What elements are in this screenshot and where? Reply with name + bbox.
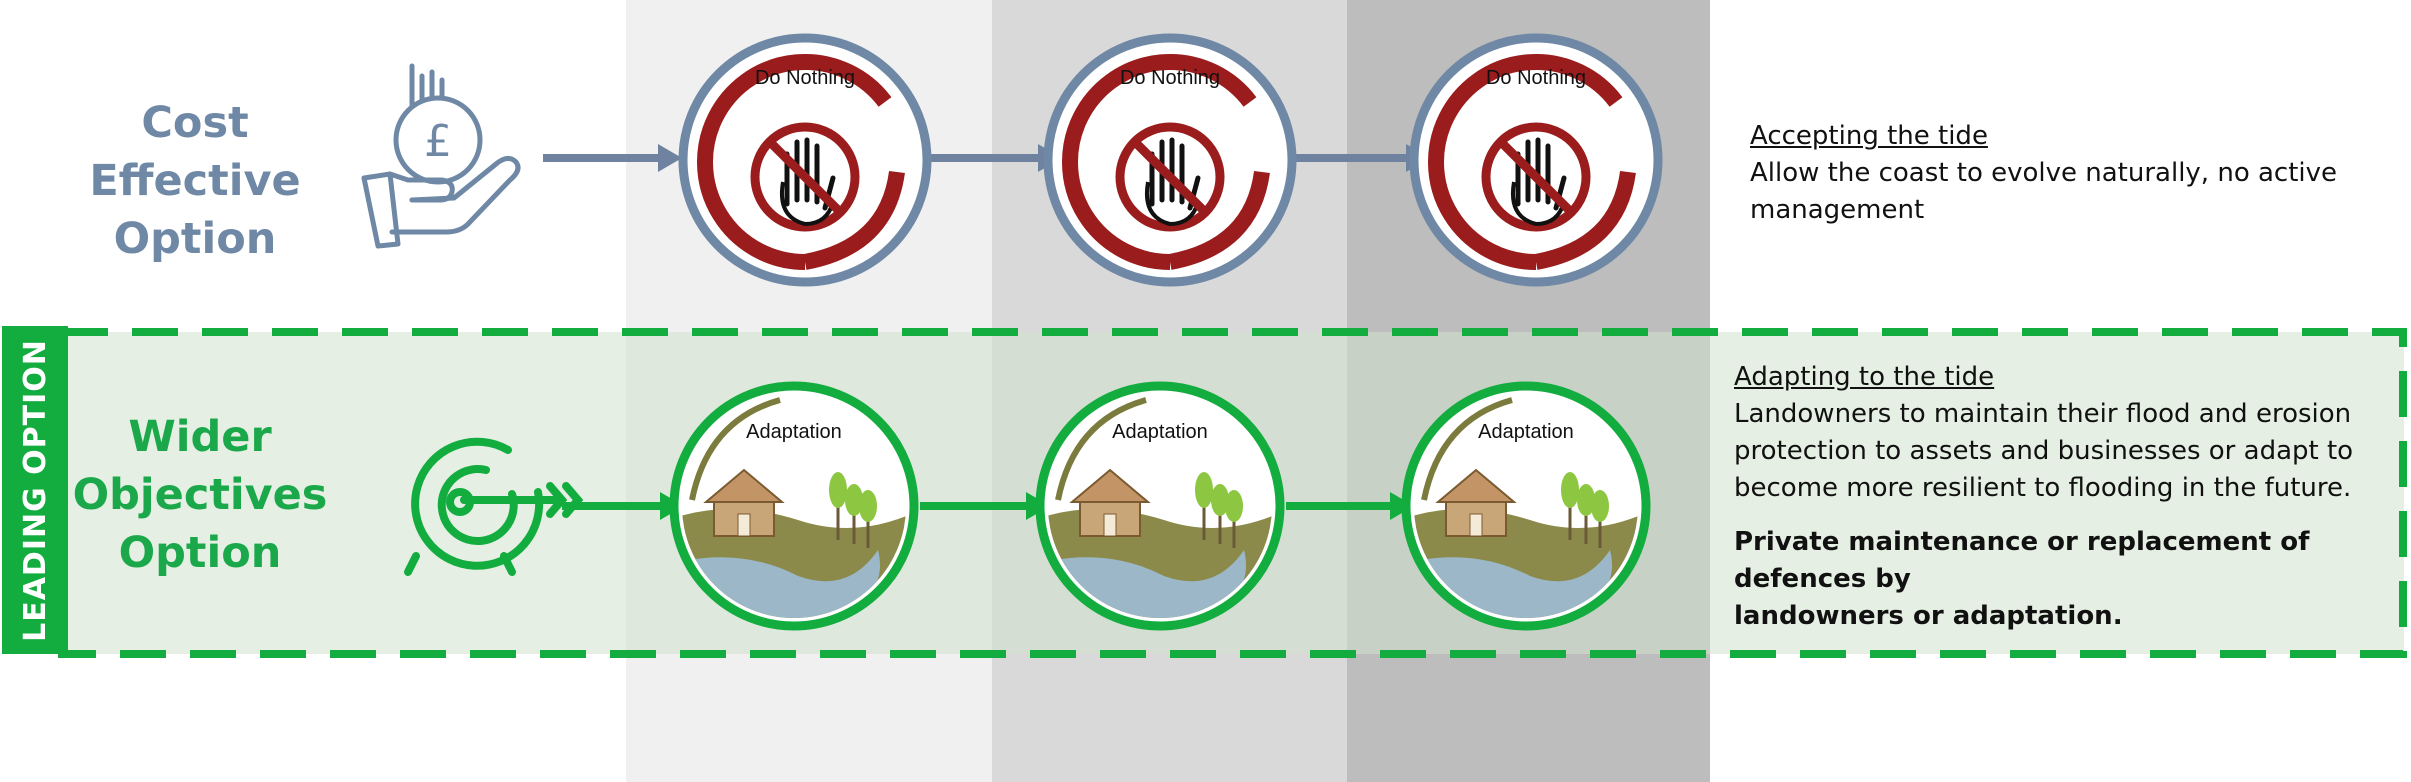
stage-circle-do-nothing-2: Do Nothing: [1043, 33, 1297, 287]
stage-circle-adaptation-1: Adaptation: [669, 381, 919, 631]
svg-text:£: £: [424, 116, 452, 167]
description-line: Allow the coast to evolve naturally, no …: [1750, 158, 2338, 188]
description-heading: Accepting the tide: [1750, 121, 1988, 151]
adapting-to-the-tide-description: Adapting to the tide Landowners to maint…: [1734, 359, 2394, 635]
title-line: Option: [118, 528, 282, 578]
hand-holding-pound-coin-icon: £: [361, 63, 521, 249]
description-line: Landowners to maintain their flood and e…: [1734, 399, 2352, 429]
stage-circle-adaptation-3: Adaptation: [1401, 381, 1651, 631]
stage-label: Do Nothing: [1120, 67, 1220, 89]
stage-label: Do Nothing: [755, 67, 855, 89]
stage-circle-adaptation-2: Adaptation: [1035, 381, 1285, 631]
description-line: become more resilient to flooding in the…: [1734, 473, 2352, 503]
title-line: Objectives: [72, 470, 328, 520]
stage-circle-do-nothing-1: Do Nothing: [678, 33, 932, 287]
leading-option-tab: [2, 326, 68, 654]
stage-label: Do Nothing: [1486, 67, 1586, 89]
cost-effective-option-title: Cost Effective Option: [80, 94, 310, 268]
description-line: management: [1750, 195, 1925, 225]
title-line: Wider: [128, 412, 272, 462]
description-heading: Adapting to the tide: [1734, 362, 1995, 392]
wider-objectives-option-title: Wider Objectives Option: [60, 408, 340, 582]
stage-label: Adaptation: [1478, 421, 1574, 443]
title-line: Option: [113, 214, 277, 264]
description-line: protection to assets and businesses or a…: [1734, 436, 2354, 466]
description-bold-line: landowners or adaptation.: [1734, 601, 2123, 631]
title-line: Cost: [141, 98, 249, 148]
title-line: Effective: [89, 156, 301, 206]
stage-circle-do-nothing-3: Do Nothing: [1409, 33, 1663, 287]
description-bold-line: Private maintenance or replacement of de…: [1734, 527, 2310, 594]
stage-label: Adaptation: [1112, 421, 1208, 443]
stage-label: Adaptation: [746, 421, 842, 443]
accepting-the-tide-description: Accepting the tide Allow the coast to ev…: [1750, 118, 2370, 229]
